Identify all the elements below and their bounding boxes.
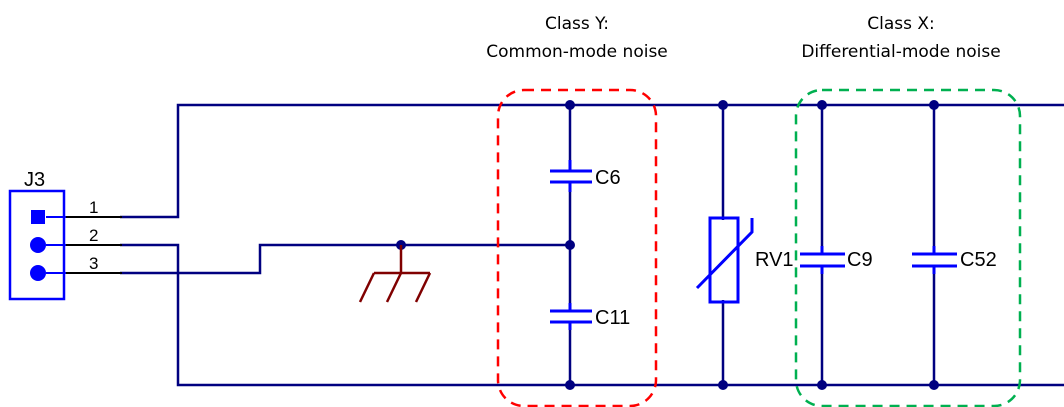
- class-x-title-line1: Class X:: [867, 14, 935, 34]
- capacitor-c52-icon[interactable]: [912, 246, 957, 274]
- class-y-title-line1: Class Y:: [545, 14, 609, 34]
- pin3-round-pad: [30, 265, 46, 281]
- pin2-round-pad: [30, 237, 46, 253]
- bottom-rail-wire: [120, 243, 1064, 387]
- c6-label: C6: [595, 167, 621, 189]
- pin-2-label: 2: [89, 226, 98, 245]
- capacitor-c11-icon[interactable]: [550, 303, 592, 330]
- chassis-ground-icon: [358, 245, 432, 303]
- top-rail-wire: [120, 103, 1064, 219]
- pin-1-label: 1: [89, 198, 98, 217]
- class-x-group-box: [794, 88, 1022, 407]
- ground-net-wire: [120, 243, 570, 275]
- wires: [120, 103, 1064, 387]
- class-y-title-line2: Common-mode noise: [486, 42, 668, 62]
- pin-3-label: 3: [89, 254, 98, 273]
- varistor-rv1-icon[interactable]: [695, 216, 754, 304]
- capacitor-c9-icon[interactable]: [800, 246, 845, 274]
- pin-stubs: [66, 216, 122, 274]
- class-x-title-line2: Differential-mode noise: [801, 42, 1000, 62]
- c11-label: C11: [595, 307, 630, 329]
- junctions: [396, 100, 939, 390]
- rv1-label: RV1: [755, 249, 794, 271]
- connector-ref: J3: [24, 169, 45, 191]
- class-y-group-box: [496, 88, 658, 407]
- c52-label: C52: [960, 249, 997, 271]
- capacitor-c6-icon[interactable]: [550, 160, 592, 192]
- c9-label: C9: [847, 249, 873, 271]
- pin1-square-pad: [31, 210, 45, 224]
- connector-j3[interactable]: J3 1 2 3: [8, 169, 98, 301]
